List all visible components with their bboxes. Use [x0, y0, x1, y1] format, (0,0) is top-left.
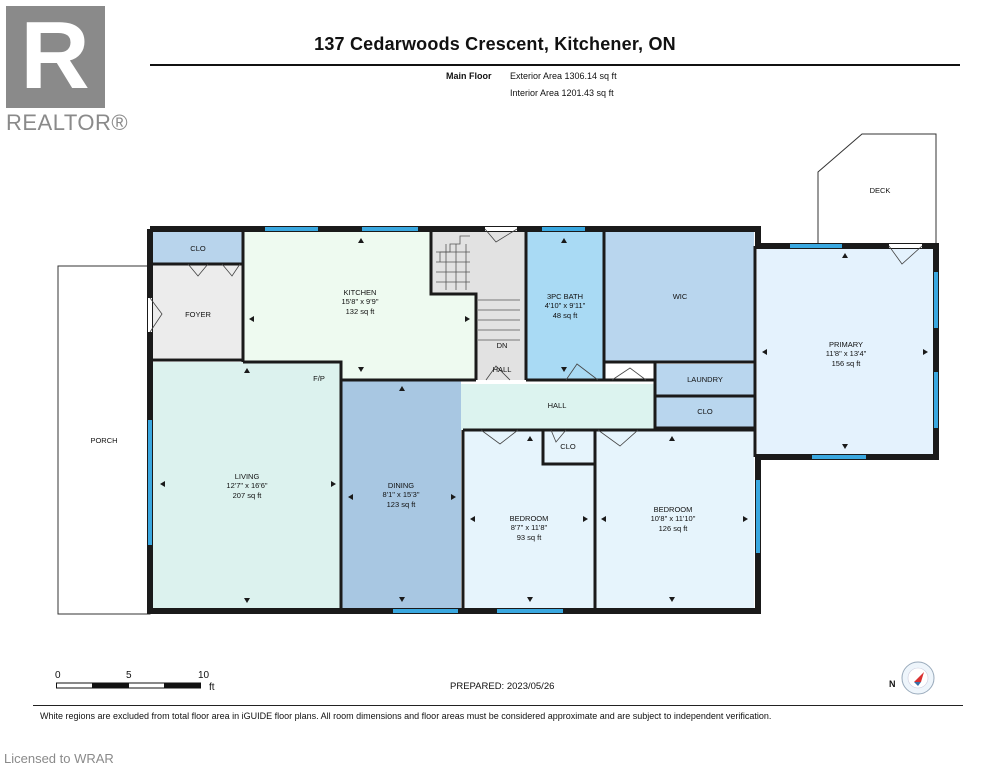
windows — [148, 227, 938, 613]
kitchen-label: KITCHEN 15'8" x 9'9" 132 sq ft — [320, 288, 400, 316]
floor-label: Main Floor — [446, 71, 492, 81]
realtor-wordmark: REALTOR® — [6, 110, 129, 135]
page-title: 137 Cedarwoods Crescent, Kitchener, ON — [314, 34, 676, 54]
clo-foyer-fill — [153, 232, 243, 264]
bath-name: 3PC BATH — [546, 292, 584, 301]
primary-fill — [757, 246, 936, 454]
bedroom1-label: BEDROOM 8'7" x 11'8" 93 sq ft — [490, 514, 568, 542]
bedroom2-dims: 10'8" x 11'10" — [650, 514, 696, 524]
laundry-fill — [655, 364, 754, 396]
bedroom2-fill — [595, 430, 754, 608]
hall-fill — [461, 384, 655, 430]
primary-name: PRIMARY — [828, 340, 864, 349]
bath-area: 48 sq ft — [552, 310, 578, 320]
deck-label: DECK — [869, 186, 891, 195]
kitchen-area: 132 sq ft — [345, 306, 375, 316]
dining-fill — [341, 380, 461, 608]
dn-label: DN — [496, 341, 508, 350]
clo-right-fill — [655, 396, 754, 428]
bath-label: 3PC BATH 4'10" x 9'11" 48 sq ft — [532, 292, 598, 320]
bath-fill — [526, 232, 604, 380]
porch-label: PORCH — [90, 436, 118, 445]
wic-label: WIC — [672, 292, 688, 301]
dining-area: 123 sq ft — [386, 499, 416, 509]
dining-dims: 8'1" x 15'3" — [382, 490, 420, 500]
dn-fill — [476, 294, 526, 380]
title-divider — [150, 64, 960, 66]
exterior-area: Exterior Area 1306.14 sq ft — [510, 71, 617, 81]
stairs-fill — [431, 232, 526, 294]
scale-tick-0: 0 — [55, 670, 61, 681]
bedroom1-fill — [465, 430, 595, 608]
interior-area: Interior Area 1201.43 sq ft — [510, 88, 614, 98]
scale-tick-10: 10 — [198, 670, 210, 681]
dining-label: DINING 8'1" x 15'3" 123 sq ft — [362, 481, 440, 509]
kitchen-dims: 15'8" x 9'9" — [341, 297, 379, 307]
foyer-fill — [153, 264, 243, 358]
primary-label: PRIMARY 11'8" x 13'4" 156 sq ft — [808, 340, 884, 368]
bedroom2-area: 126 sq ft — [658, 523, 688, 533]
primary-dims: 11'8" x 13'4" — [825, 349, 867, 359]
wic-fill — [604, 232, 754, 362]
living-label: LIVING 12'7" x 16'6" 207 sq ft — [208, 472, 286, 500]
fireplace-label: F/P — [313, 374, 325, 383]
dimension-arrows — [160, 238, 928, 603]
clo-right-label: CLO — [697, 407, 713, 416]
interior-walls — [150, 229, 757, 611]
bedroom2-label: BEDROOM 10'8" x 11'10" 126 sq ft — [634, 505, 712, 533]
footer-divider — [33, 705, 963, 706]
kitchen-name: KITCHEN — [343, 288, 377, 297]
realtor-logo — [6, 6, 105, 108]
bedroom1-area: 93 sq ft — [516, 532, 542, 542]
porch-area — [57, 265, 151, 615]
bath-dims: 4'10" x 9'11" — [544, 301, 586, 311]
scale-tick-5: 5 — [126, 670, 132, 681]
hall-small-label: HALL — [492, 365, 512, 374]
bedroom1-name: BEDROOM — [509, 514, 549, 523]
floor-plan — [57, 133, 939, 615]
hall-label: HALL — [547, 401, 567, 410]
scale-bar — [56, 682, 201, 689]
bedroom2-name: BEDROOM — [653, 505, 693, 514]
laundry-label: LAUNDRY — [687, 375, 723, 384]
compass-letter: N — [889, 679, 896, 689]
bedroom1-dims: 8'7" x 11'8" — [510, 523, 548, 533]
door-swings — [149, 228, 923, 447]
primary-area: 156 sq ft — [831, 358, 861, 368]
stairs-treads — [436, 235, 520, 341]
door-openings — [148, 227, 922, 332]
clo-middle-label: CLO — [560, 442, 576, 451]
living-area: 207 sq ft — [232, 490, 262, 500]
living-dims: 12'7" x 16'6" — [226, 481, 268, 491]
deck-area — [817, 133, 937, 247]
foyer-label: FOYER — [185, 310, 211, 319]
prepared-date: PREPARED: 2023/05/26 — [450, 681, 555, 692]
exterior-walls — [147, 226, 939, 614]
scale-unit: ft — [209, 682, 215, 693]
compass-icon — [901, 661, 935, 695]
living-fill — [153, 362, 341, 608]
realtor-logo-letter: R — [20, 2, 90, 109]
disclaimer: White regions are excluded from total fl… — [40, 711, 772, 721]
dining-name: DINING — [387, 481, 415, 490]
living-name: LIVING — [234, 472, 260, 481]
license-note: Licensed to WRAR — [4, 751, 114, 766]
clo-foyer-label: CLO — [190, 244, 206, 253]
